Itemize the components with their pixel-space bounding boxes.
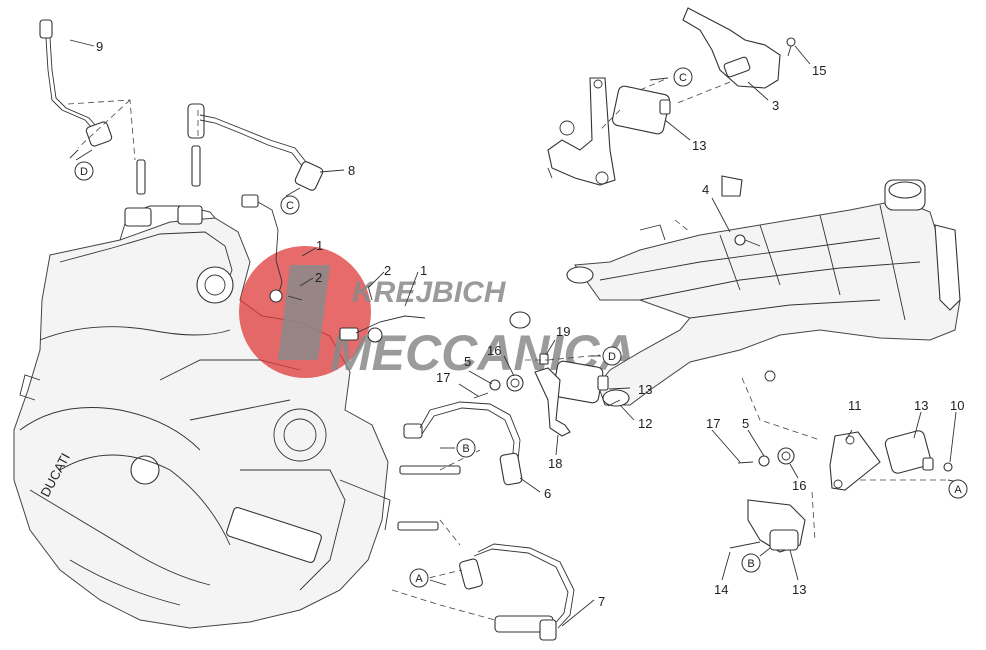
bracket-3 xyxy=(674,7,796,105)
bracket-assembly-top xyxy=(547,77,671,186)
callout-1b: 1 xyxy=(420,263,427,278)
ht-lead-7 xyxy=(391,543,575,641)
callout-15: 15 xyxy=(812,63,826,78)
coil-assembly-right xyxy=(737,377,953,491)
callout-10: 10 xyxy=(950,398,964,413)
callout-4: 4 xyxy=(702,182,709,197)
connector-marker: C xyxy=(649,67,693,87)
callout-labels: 9 8 1 2 2 1 15 3 13 4 19 5 16 17 13 12 1… xyxy=(96,39,964,609)
callout-6: 6 xyxy=(544,486,551,501)
connector-letter: A xyxy=(954,484,962,496)
connector-letter: B xyxy=(462,443,469,455)
dashed-guides xyxy=(77,99,948,581)
callout-2a: 2 xyxy=(315,270,322,285)
frame-assembly xyxy=(509,175,961,407)
callout-19: 19 xyxy=(556,324,570,339)
connector-letter: A xyxy=(415,573,423,585)
callout-8: 8 xyxy=(348,163,355,178)
leader-lines xyxy=(69,39,957,627)
connector-letter: D xyxy=(608,351,616,363)
callout-9: 9 xyxy=(96,39,103,54)
engine-assembly xyxy=(13,205,391,629)
connector-marker: A xyxy=(409,568,447,588)
coil-assembly-middle xyxy=(473,353,621,437)
callout-14: 14 xyxy=(714,582,728,597)
connector-marker: B xyxy=(440,438,476,458)
callout-5b: 5 xyxy=(742,416,749,431)
ht-lead-8 xyxy=(187,103,324,197)
callout-17a: 17 xyxy=(436,370,450,385)
callout-13a: 13 xyxy=(692,138,706,153)
watermark-line1: KREJBICH xyxy=(352,276,507,309)
callout-5a: 5 xyxy=(464,354,471,369)
ht-lead-6 xyxy=(403,401,523,486)
ht-lead-9 xyxy=(39,19,136,161)
callout-16a: 16 xyxy=(487,343,501,358)
callout-3: 3 xyxy=(772,98,779,113)
coil-assembly-lower xyxy=(729,491,816,553)
connector-marker: D xyxy=(590,346,622,366)
connector-marker: C xyxy=(280,195,300,215)
spark-plugs-engine xyxy=(136,145,461,531)
connector-letter: B xyxy=(747,558,754,570)
callout-16b: 16 xyxy=(792,478,806,493)
connector-marker: B xyxy=(741,547,771,573)
connector-letter: D xyxy=(80,166,88,178)
callout-11: 11 xyxy=(848,398,862,413)
callout-2b: 2 xyxy=(384,263,391,278)
connector-letter: C xyxy=(286,200,294,212)
connector-marker: A xyxy=(947,479,968,499)
connector-letter: C xyxy=(679,72,687,84)
connector-marker: D xyxy=(69,149,94,181)
callout-13c: 13 xyxy=(914,398,928,413)
callout-12: 12 xyxy=(638,416,652,431)
callout-7: 7 xyxy=(598,594,605,609)
callout-1a: 1 xyxy=(316,238,323,253)
callout-13d: 13 xyxy=(792,582,806,597)
connector-markers: D C C D B A A xyxy=(69,67,968,588)
callout-17b: 17 xyxy=(706,416,720,431)
callout-18: 18 xyxy=(548,456,562,471)
callout-13b: 13 xyxy=(638,382,652,397)
sensor-wire xyxy=(241,194,426,343)
